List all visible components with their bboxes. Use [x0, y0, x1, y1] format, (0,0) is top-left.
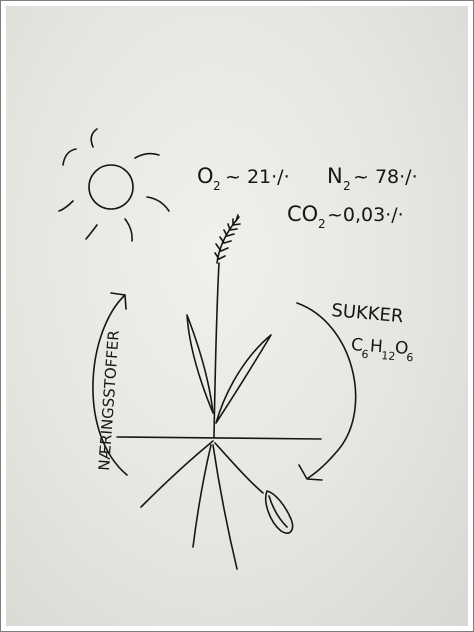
co2-symbol: CO [287, 202, 318, 226]
sun-disc [89, 165, 133, 209]
sun-ray [63, 149, 76, 165]
o2-symbol: O [197, 164, 214, 188]
plant-leaf-right [216, 335, 271, 423]
sun-ray [91, 129, 97, 147]
sugar-arrow [297, 303, 356, 480]
co2-value: ~0,03·/· [327, 204, 404, 226]
ground-line [117, 437, 321, 439]
plant-drawing [117, 215, 321, 569]
root-1 [141, 441, 213, 507]
sugar-label-group: SUKKER C 6 H 12 O 6 [331, 300, 415, 364]
sugar-arrow-head [299, 465, 322, 480]
o2-value: ~ 21·/· [225, 166, 290, 188]
sun-ray [147, 197, 169, 211]
n2-symbol: N [327, 164, 343, 188]
sun-ray [86, 225, 97, 239]
n2-subscript: 2 [343, 179, 351, 193]
sun-ray [59, 201, 73, 211]
plant-stem [214, 263, 219, 437]
glucose-formula: C 6 H 12 O 6 [350, 335, 415, 364]
sugar-arrow-curve [297, 303, 356, 478]
plant-leaf-left [187, 315, 213, 413]
seed-line [269, 496, 287, 527]
sun-ray [135, 154, 159, 158]
formula-c-sub: 6 [361, 348, 369, 361]
sun-ray [125, 219, 132, 241]
formula-o-sub: 6 [406, 351, 414, 364]
sun-icon [59, 129, 169, 241]
o2-subscript: 2 [213, 179, 221, 193]
sugar-label: SUKKER [331, 300, 405, 327]
root-2 [193, 445, 211, 547]
co2-subscript: 2 [318, 217, 326, 231]
n2-value: ~ 78·/· [353, 166, 418, 188]
atmosphere-composition: O 2 ~ 21·/· N 2 ~ 78·/· CO 2 ~0,03·/· [197, 164, 418, 231]
root-4 [215, 443, 263, 493]
nutrients-label: NÆRINGSSTOFFER [95, 330, 123, 472]
